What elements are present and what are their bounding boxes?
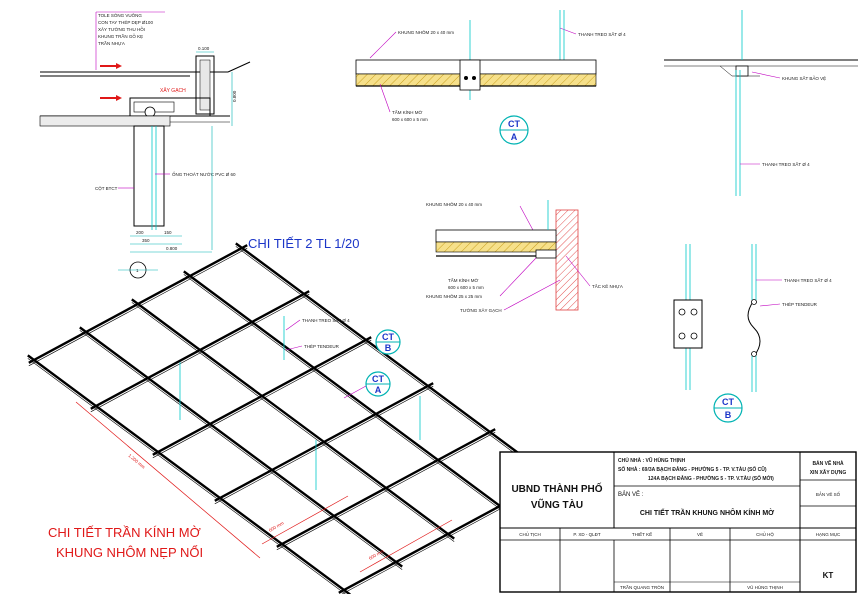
detail-A: KHUNG NHÔM 20 x 40 mm THANH TREO SẮT Ø 4… — [355, 10, 626, 145]
tb-org-2: VŨNG TÀU — [531, 498, 583, 511]
title-main-1: CHI TIẾT TRẦN KÍNH MỜ — [48, 525, 201, 540]
tb-col-1: CHỦ TỊCH — [519, 531, 540, 537]
note-5: TRẦN NHỰA — [98, 40, 125, 46]
tb-ban-ve-title: CHI TIẾT TRẦN KHUNG NHÔM KÍNH MỜ — [640, 507, 774, 517]
main-runner-edge — [27, 358, 346, 594]
cross-tee-edge — [214, 385, 434, 505]
main-runner — [131, 298, 455, 540]
title-block: UBND THÀNH PHỐ VŨNG TÀU CHỦ NHÀ : VŨ HÙN… — [499, 451, 857, 593]
cross-tee — [276, 428, 496, 548]
tb-right-2: XIN XÂY DỰNG — [810, 469, 847, 476]
tb-signer-2: VŨ HÙNG THỊNH — [747, 584, 783, 590]
label-xay-gach: XÂY GẠCH — [160, 87, 186, 94]
main-runner — [235, 242, 559, 484]
tb-col-5: CHỦ HỘ — [756, 531, 774, 537]
tr-khung-sat: KHUNG SẮT BẢO VỆ — [782, 74, 826, 81]
b-thep: THÉP TENDEUR — [782, 301, 818, 307]
label-ong-thoat: ỐNG THOÁT NƯỚC PVC Ø 60 — [172, 171, 236, 177]
iso-bubble-a-top: CT — [372, 374, 384, 384]
cross-tee-edge — [28, 247, 248, 367]
bubble-b-bottom: B — [725, 410, 732, 420]
mid-tam-kinh-size: 600 x 600 x 5 mm — [448, 285, 484, 290]
detail-a-tam-kinh-size: 600 x 600 x 5 mm — [392, 117, 428, 122]
tb-ban-ve-label: BẢN VẼ : — [618, 491, 644, 498]
cross-tee — [214, 382, 434, 502]
iso-dim-long: 1.200 mm — [127, 453, 146, 470]
detail-B: THANH TREO SẮT Ø 4 THÉP TENDEUR CT B — [673, 244, 832, 423]
main-runner-edge — [79, 330, 403, 570]
title-chi-tiet-2: CHI TIẾT 2 TL 1/20 — [248, 236, 360, 251]
tb-sheet-code: KT — [823, 571, 834, 580]
iso-bubble-b-bottom: B — [385, 343, 392, 353]
iso-dim-short1: 600 mm — [268, 520, 285, 533]
iso-bubble-b-top: CT — [382, 332, 394, 342]
detail-a-khung: KHUNG NHÔM 20 x 40 mm — [398, 29, 454, 35]
cross-tee-edge — [90, 293, 310, 413]
label-cot: CỘT BTCT — [95, 185, 118, 191]
dim-0800b: 0.800 — [166, 246, 178, 251]
isometric-grid — [27, 242, 559, 594]
mid-khung: KHUNG NHÔM 20 x 40 mm — [426, 201, 482, 207]
mid-khung-2: KHUNG NHÔM 25 x 25 mm — [426, 293, 482, 299]
detail-top-left: TOLE SÓNG VUÔNG CON TAY THÉP DẸP Ø100 XÂ… — [39, 11, 251, 279]
main-runner-edge — [183, 274, 507, 514]
cross-tee — [28, 244, 248, 364]
tb-so-nha-1: SỐ NHÀ : 69/3A BẠCH ĐẰNG - PHƯỜNG 5 - TP… — [618, 465, 767, 473]
cross-tee — [152, 336, 372, 456]
main-runner — [79, 326, 403, 568]
dim-0100: 0.100 — [198, 46, 210, 51]
tb-col-2: P. XD - QLĐT — [573, 532, 600, 537]
tb-org-1: UBND THÀNH PHỐ — [511, 481, 602, 495]
iso-thanh-treo: THANH TREO SẮT Ø 4 — [302, 316, 350, 323]
mid-tuong: TƯỜNG XÂY GẠCH — [460, 307, 502, 313]
title-main-2: KHUNG NHÔM NẸP NỔI — [56, 545, 203, 560]
bubble-a-bottom: A — [511, 132, 518, 142]
cross-tee-edge — [152, 339, 372, 459]
detail-top-right: KHUNG SẮT BẢO VỆ THANH TREO SẮT Ø 4 — [664, 10, 858, 196]
main-runner-edge — [235, 246, 559, 486]
note-2: CON TAY THÉP DẸP Ø100 — [98, 19, 153, 25]
detail-a-tam-kinh: TẤM KÍNH MỜ — [392, 109, 422, 115]
dim-0800a: 0.800 — [232, 90, 237, 102]
cross-tee-edge — [276, 431, 496, 551]
mid-tam-kinh: TẤM KÍNH MỜ — [448, 277, 478, 283]
tb-col-4: VẼ — [697, 531, 703, 537]
main-runner-edge — [131, 302, 455, 542]
mid-tac-ke: TẮC KÊ NHỰA — [592, 282, 623, 289]
tb-signer-1: TRẦN QUANG TRÒN — [620, 584, 664, 590]
bubble-b-top: CT — [722, 397, 734, 407]
main-runner — [183, 270, 507, 512]
tb-ban-ve-so: BẢN VẼ SỐ — [816, 491, 841, 497]
tb-col-3: THIẾT KẾ — [632, 531, 652, 537]
dim-150: 150 — [164, 230, 172, 235]
iso-bubble-a-bottom: A — [375, 385, 382, 395]
note-3: XÂY TƯỜNG THU HỒI — [98, 26, 145, 32]
tb-right-1: BẢN VẼ NHÀ — [812, 460, 844, 467]
tr-thanh-treo: THANH TREO SẮT Ø 4 — [762, 160, 810, 167]
b-thanh-treo: THANH TREO SẮT Ø 4 — [784, 276, 832, 283]
grid-mark: 1 — [136, 268, 139, 273]
note-1: TOLE SÓNG VUÔNG — [98, 12, 142, 18]
tb-col-6: HẠNG MỤC — [816, 532, 841, 537]
main-runner — [27, 354, 351, 594]
detail-mid: KHUNG NHÔM 20 x 40 mm TẤM KÍNH MỜ 600 x … — [426, 200, 623, 313]
note-4: KHUNG TRẦN GỖ KẸ — [98, 33, 143, 39]
detail-a-thanh-treo: THANH TREO SẮT Ø 4 — [578, 30, 626, 37]
iso-thep: THÉP TENDEUR — [304, 343, 340, 349]
dim-200: 200 — [136, 230, 144, 235]
tb-so-nha-2: 124A BẠCH ĐẰNG - PHƯỜNG 5 - TP. V.TÀU (S… — [648, 474, 774, 482]
cross-tee — [90, 290, 310, 410]
tb-chu-nha: CHỦ NHÀ : VŨ HÙNG THỊNH — [618, 457, 686, 464]
dim-350: 350 — [142, 238, 150, 243]
bubble-a-top: CT — [508, 119, 520, 129]
